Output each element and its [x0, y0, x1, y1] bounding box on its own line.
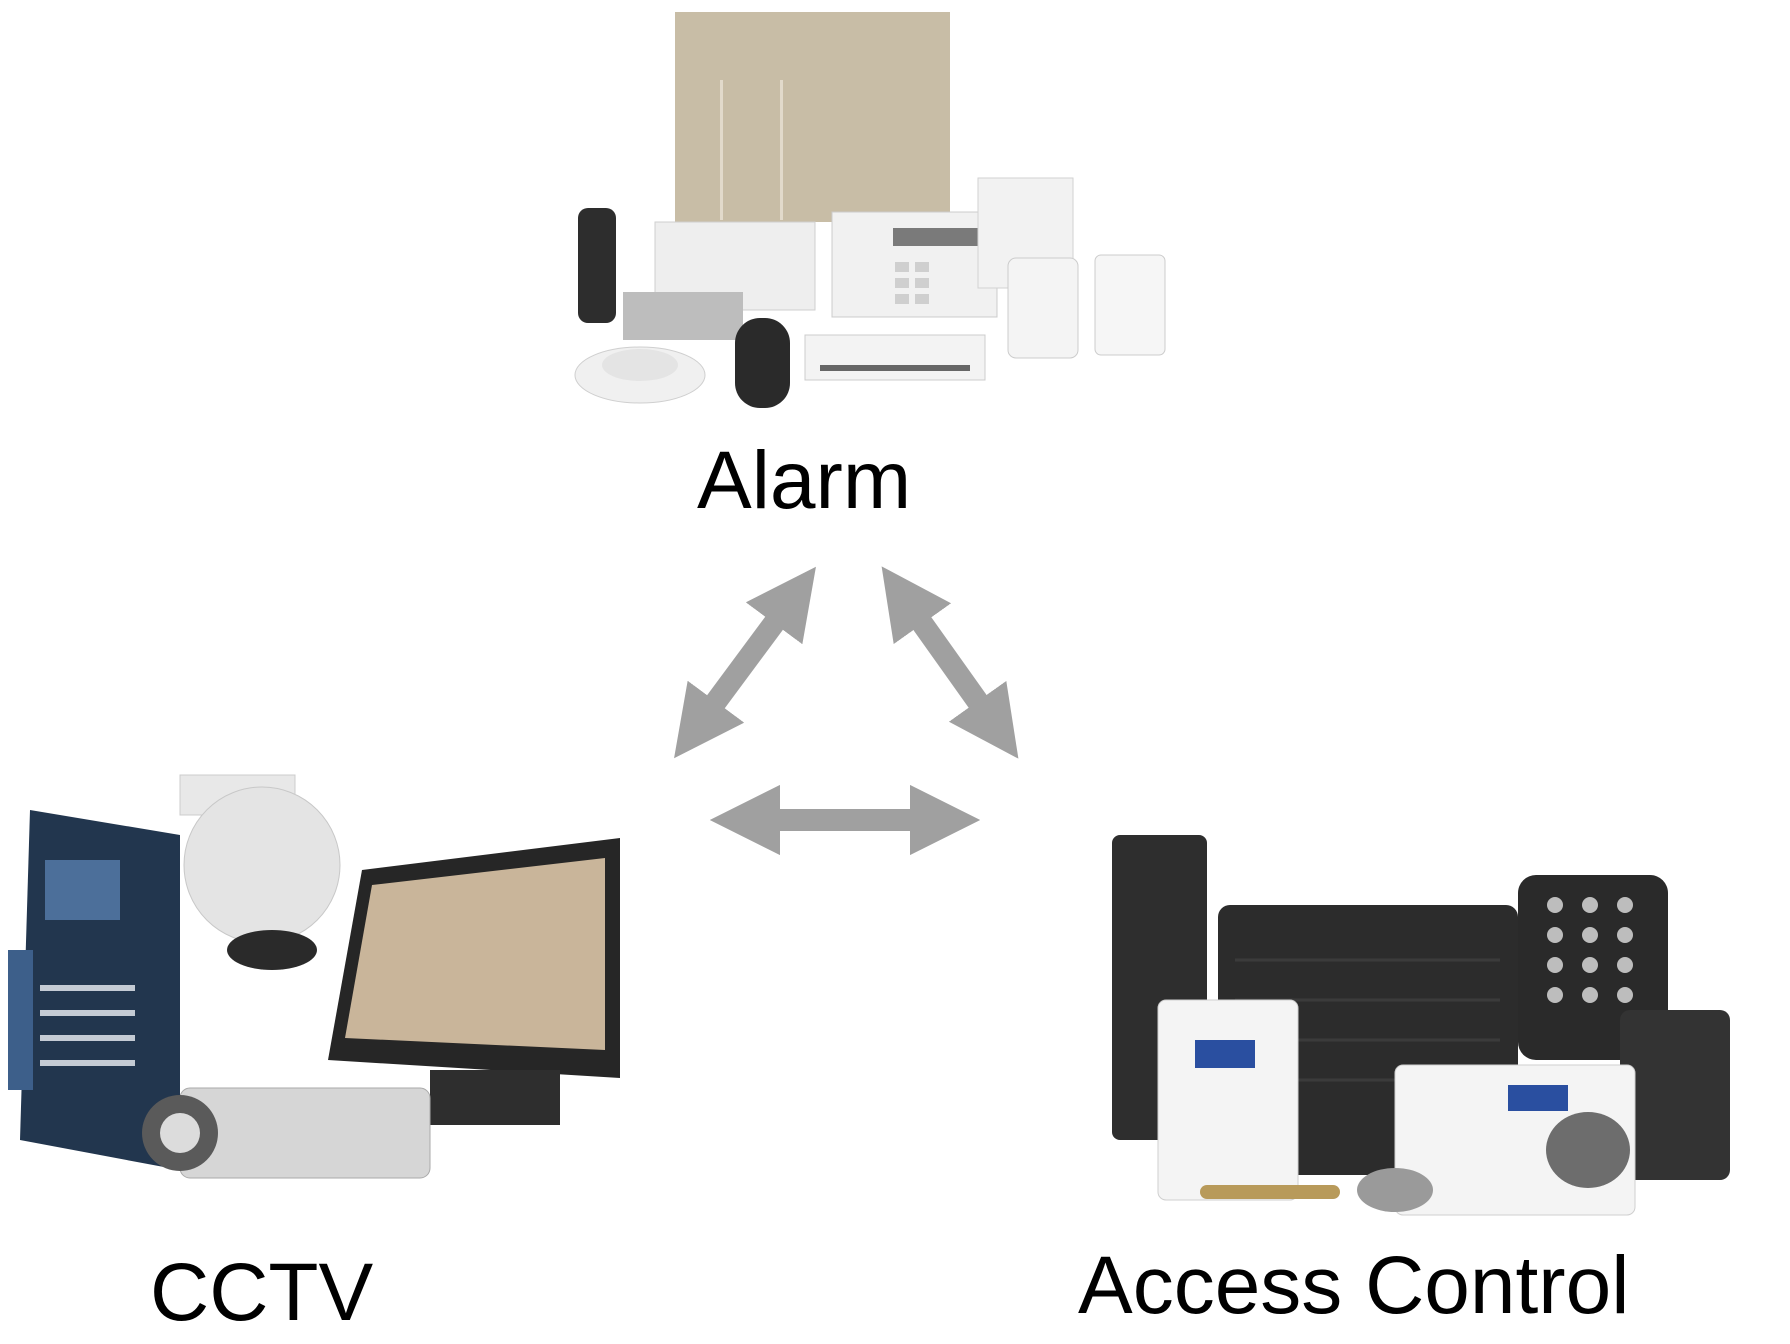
arrow-alarm-access [881, 566, 1019, 759]
access-control-label: Access Control [1078, 1240, 1630, 1331]
alarm-label: Alarm [697, 435, 912, 526]
cctv-label: CCTV [150, 1247, 374, 1338]
arrow-alarm-cctv [674, 566, 816, 759]
